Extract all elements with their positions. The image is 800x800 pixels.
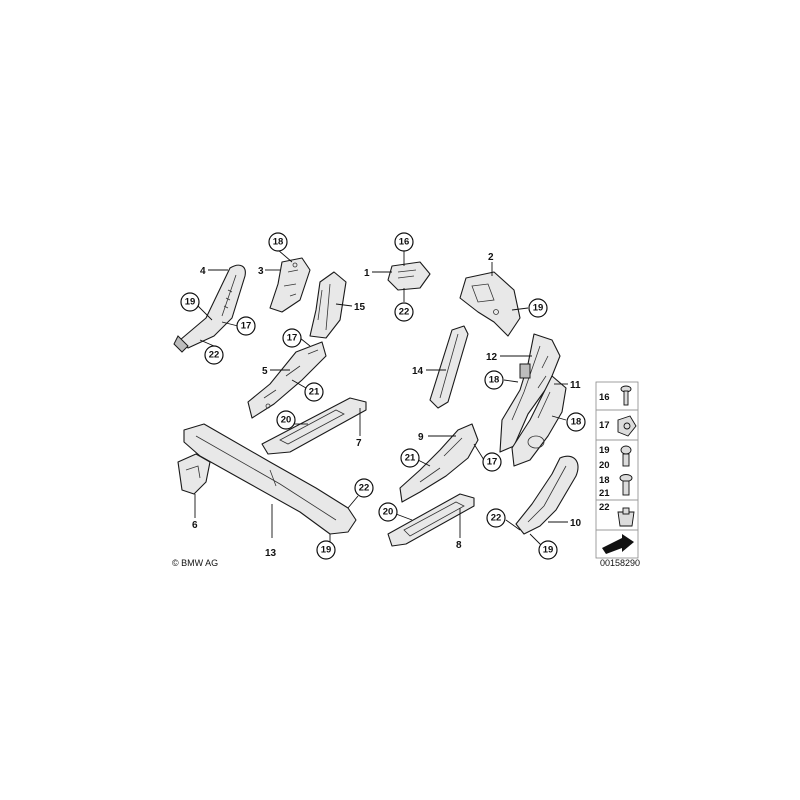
callout-19-bottom-right: 19 bbox=[538, 540, 558, 560]
label-15: 15 bbox=[354, 302, 366, 313]
callout-21-left: 21 bbox=[304, 382, 324, 402]
part-15-pillar-trim bbox=[309, 271, 347, 339]
drawing-number: 00158290 bbox=[600, 558, 640, 568]
svg-text:18: 18 bbox=[273, 237, 284, 248]
part-9-lower-trim bbox=[399, 423, 479, 503]
callout-21-right: 21 bbox=[400, 448, 420, 468]
svg-text:19: 19 bbox=[185, 297, 196, 308]
screw-bolt-icon bbox=[619, 474, 633, 496]
callout-22-bottom-left: 22 bbox=[354, 478, 374, 498]
legend-18: 18 bbox=[599, 475, 610, 486]
label-4: 4 bbox=[200, 266, 206, 277]
part-12-rear-panel bbox=[499, 333, 561, 453]
label-7: 7 bbox=[356, 438, 362, 449]
part-8-sill-strip bbox=[387, 493, 475, 547]
part-11-side-trim bbox=[511, 375, 567, 467]
label-10: 10 bbox=[570, 518, 582, 529]
clip-icon bbox=[617, 415, 637, 437]
svg-text:16: 16 bbox=[399, 237, 410, 248]
part-2-pillar-cover bbox=[459, 271, 521, 337]
legend-17: 17 bbox=[599, 420, 610, 431]
callout-16: 16 bbox=[394, 232, 414, 252]
part-14-pillar-trim bbox=[429, 325, 469, 409]
svg-text:19: 19 bbox=[533, 303, 544, 314]
clip-nut-icon bbox=[617, 507, 635, 527]
callout-17-right: 17 bbox=[482, 452, 502, 472]
callout-20-right: 20 bbox=[378, 502, 398, 522]
label-12: 12 bbox=[486, 352, 498, 363]
label-13: 13 bbox=[265, 548, 277, 559]
part-4-a-pillar-trim bbox=[173, 264, 246, 353]
svg-text:21: 21 bbox=[309, 387, 320, 398]
legend-20: 20 bbox=[599, 460, 610, 471]
svg-text:19: 19 bbox=[543, 545, 554, 556]
legend-19: 19 bbox=[599, 445, 610, 456]
legend-21: 21 bbox=[599, 488, 610, 499]
svg-text:22: 22 bbox=[491, 513, 502, 524]
callout-20-left: 20 bbox=[276, 410, 296, 430]
callout-19-right: 19 bbox=[528, 298, 548, 318]
svg-text:19: 19 bbox=[321, 545, 332, 556]
callout-18-middle: 18 bbox=[484, 370, 504, 390]
svg-text:21: 21 bbox=[405, 453, 416, 464]
label-14: 14 bbox=[412, 366, 424, 377]
svg-text:17: 17 bbox=[487, 457, 498, 468]
part-3-bracket bbox=[269, 257, 311, 313]
svg-text:18: 18 bbox=[571, 417, 582, 428]
label-1: 1 bbox=[364, 268, 370, 279]
svg-text:17: 17 bbox=[287, 333, 298, 344]
svg-text:20: 20 bbox=[281, 415, 292, 426]
callout-18-top: 18 bbox=[268, 232, 288, 252]
callout-19-bottom-left: 19 bbox=[316, 540, 336, 560]
callout-22-top: 22 bbox=[394, 302, 414, 322]
part-5-pillar-lower-trim bbox=[247, 341, 327, 419]
leader-lines bbox=[194, 249, 568, 549]
legend-16: 16 bbox=[599, 392, 610, 403]
part-10-pillar-trim bbox=[515, 455, 579, 535]
label-6: 6 bbox=[192, 520, 198, 531]
label-2: 2 bbox=[488, 252, 494, 263]
callout-22-bottom-right: 22 bbox=[486, 508, 506, 528]
svg-text:22: 22 bbox=[399, 307, 410, 318]
part-7-sill-strip bbox=[261, 397, 367, 455]
svg-text:18: 18 bbox=[489, 375, 500, 386]
callout-17-left: 17 bbox=[236, 316, 256, 336]
screw-icon bbox=[620, 385, 632, 406]
part-1-cover bbox=[387, 261, 431, 291]
part-6-end-cap bbox=[177, 453, 211, 495]
arrow-icon bbox=[602, 534, 634, 554]
svg-text:17: 17 bbox=[241, 321, 252, 332]
svg-text:22: 22 bbox=[209, 350, 220, 361]
label-9: 9 bbox=[418, 432, 424, 443]
hardware-legend: 16 17 19 20 18 21 22 bbox=[595, 381, 639, 559]
svg-text:20: 20 bbox=[383, 507, 394, 518]
callout-18-right: 18 bbox=[566, 412, 586, 432]
copyright-text: © BMW AG bbox=[172, 558, 218, 568]
label-5: 5 bbox=[262, 366, 268, 377]
callout-19-left: 19 bbox=[180, 292, 200, 312]
label-11: 11 bbox=[570, 380, 581, 391]
callout-17-middle: 17 bbox=[282, 328, 302, 348]
legend-22: 22 bbox=[599, 502, 610, 513]
svg-text:22: 22 bbox=[359, 483, 370, 494]
bolt-icon bbox=[620, 445, 632, 467]
callout-22-left: 22 bbox=[204, 345, 224, 365]
label-3: 3 bbox=[258, 266, 264, 277]
label-8: 8 bbox=[456, 540, 462, 551]
